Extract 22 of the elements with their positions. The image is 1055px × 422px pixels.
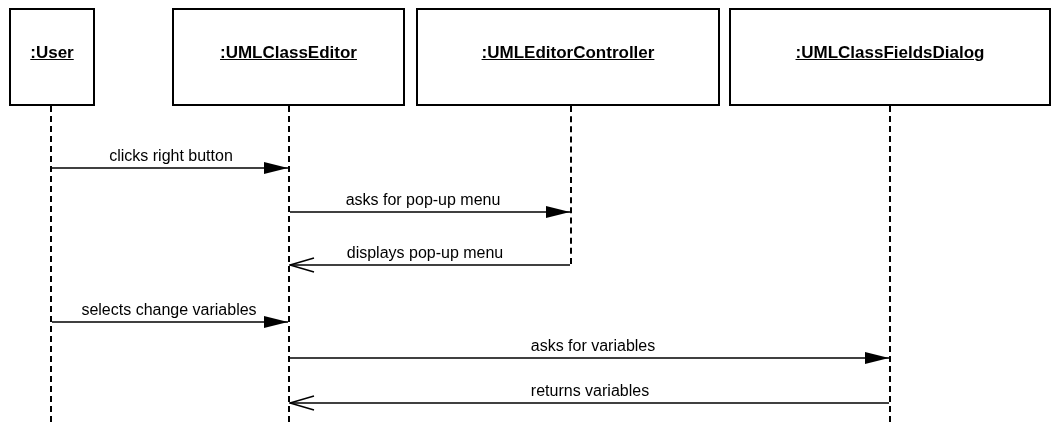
message-arrow: [289, 395, 890, 411]
message-arrow: [289, 257, 571, 273]
object-box: [416, 8, 720, 106]
edge-label: selects change variables: [80, 301, 258, 319]
edge-label: displays pop-up menu: [345, 244, 505, 262]
object-name: :UMLEditorController: [481, 42, 655, 64]
lifeline: [288, 106, 290, 422]
object-name: :User: [30, 42, 74, 64]
message-arrow: [289, 352, 890, 364]
edge-label: asks for pop-up menu: [344, 191, 502, 209]
object-box: [172, 8, 405, 106]
object-name: :UMLClassEditor: [220, 42, 357, 64]
message-arrow: [51, 162, 289, 174]
lifeline: [570, 106, 572, 264]
message-arrow: [289, 206, 571, 218]
message-arrow: [51, 316, 289, 328]
edge-label: clicks right button: [108, 147, 234, 165]
object-name: :UMLClassFieldsDialog: [795, 42, 985, 64]
object-box: [9, 8, 95, 106]
lifeline: [50, 106, 52, 422]
object-box: [729, 8, 1051, 106]
lifeline: [889, 106, 891, 422]
